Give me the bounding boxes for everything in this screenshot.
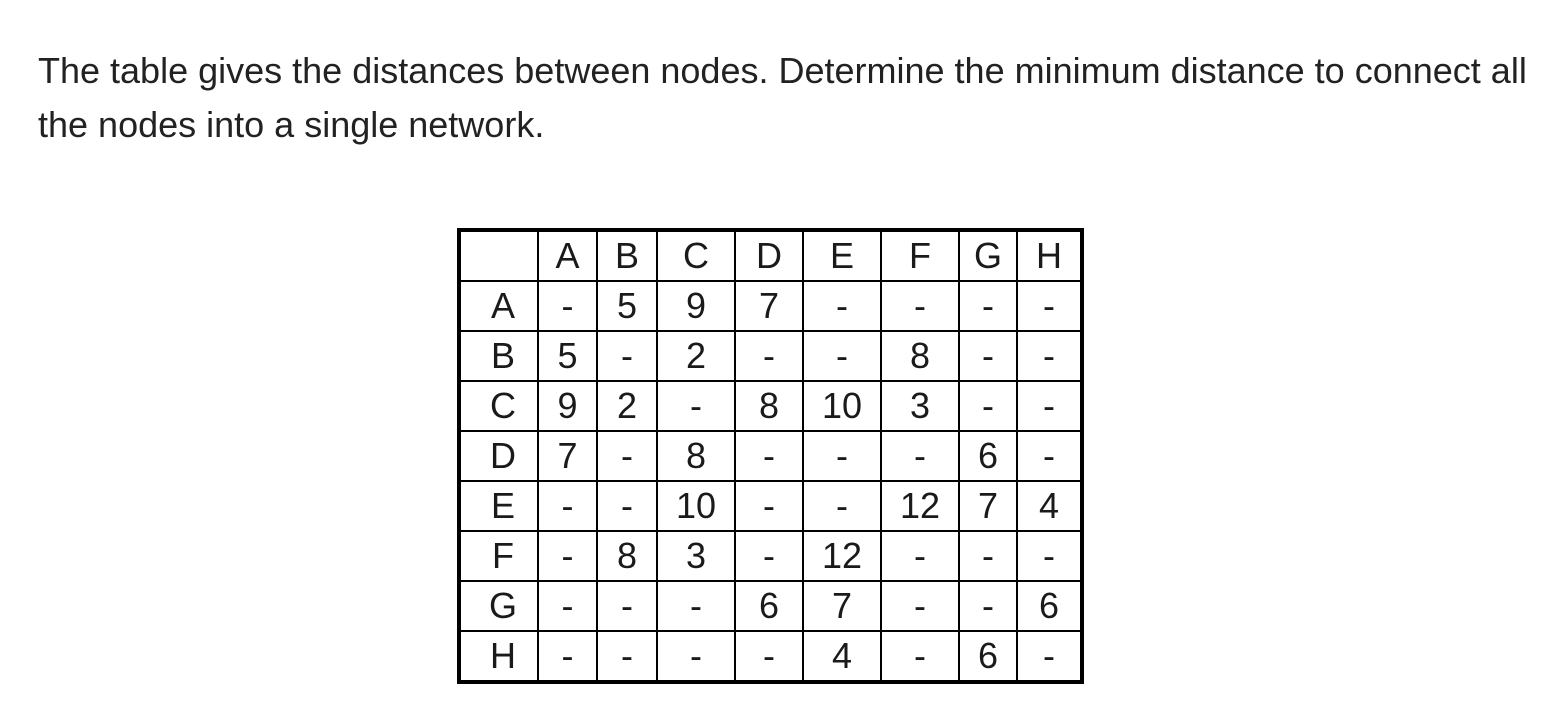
- distance-cell: -: [958, 280, 1018, 332]
- row-header: G: [458, 580, 539, 632]
- column-header: A: [537, 229, 598, 282]
- distance-cell: -: [958, 530, 1018, 582]
- distance-cell: -: [1016, 330, 1083, 382]
- distance-cell: -: [596, 580, 658, 632]
- distance-cell: 4: [802, 630, 882, 683]
- distance-cell: 6: [1016, 580, 1083, 632]
- distance-cell: 6: [734, 580, 804, 632]
- distance-cell: 7: [537, 430, 598, 482]
- table-row: H----4-6-: [458, 630, 1083, 683]
- distance-cell: -: [1016, 280, 1083, 332]
- distance-cell: -: [880, 630, 960, 683]
- distance-cell: -: [802, 480, 882, 532]
- distance-cell: -: [734, 530, 804, 582]
- distance-cell: -: [734, 480, 804, 532]
- distance-cell: 9: [537, 380, 598, 432]
- column-header: E: [802, 229, 882, 282]
- distance-cell: -: [1016, 630, 1083, 683]
- distance-cell: 10: [656, 480, 736, 532]
- distance-cell: 2: [656, 330, 736, 382]
- distance-cell: 2: [596, 380, 658, 432]
- distance-cell: -: [880, 580, 960, 632]
- distance-cell: 8: [596, 530, 658, 582]
- distance-cell: -: [880, 530, 960, 582]
- distance-cell: 12: [802, 530, 882, 582]
- distance-cell: -: [656, 580, 736, 632]
- distance-cell: -: [656, 380, 736, 432]
- table-header-row: A B C D E F G H: [458, 229, 1083, 282]
- distance-cell: -: [958, 330, 1018, 382]
- distance-cell: -: [656, 630, 736, 683]
- row-header: C: [458, 380, 539, 432]
- distance-cell: -: [880, 280, 960, 332]
- distance-cell: 6: [958, 630, 1018, 683]
- column-header: C: [656, 229, 736, 282]
- distance-cell: -: [802, 330, 882, 382]
- distance-cell: 8: [656, 430, 736, 482]
- distance-cell: 7: [958, 480, 1018, 532]
- column-header: H: [1016, 229, 1083, 282]
- distance-cell: -: [958, 580, 1018, 632]
- distance-cell: -: [537, 280, 598, 332]
- distance-cell: 4: [1016, 480, 1083, 532]
- row-header: E: [458, 480, 539, 532]
- distance-cell: -: [1016, 530, 1083, 582]
- distance-cell: 3: [880, 380, 960, 432]
- distance-cell: 8: [734, 380, 804, 432]
- table-corner-cell: [458, 229, 539, 282]
- distance-cell: -: [537, 580, 598, 632]
- row-header: B: [458, 330, 539, 382]
- distance-cell: -: [958, 380, 1018, 432]
- distance-cell: -: [734, 630, 804, 683]
- row-header: F: [458, 530, 539, 582]
- distance-cell: 7: [734, 280, 804, 332]
- distance-cell: -: [1016, 430, 1083, 482]
- row-header: A: [458, 280, 539, 332]
- distance-cell: 5: [537, 330, 598, 382]
- distance-cell: 9: [656, 280, 736, 332]
- distance-cell: 7: [802, 580, 882, 632]
- distance-cell: 8: [880, 330, 960, 382]
- column-header: D: [734, 229, 804, 282]
- column-header: F: [880, 229, 960, 282]
- distance-cell: -: [734, 430, 804, 482]
- distance-cell: -: [880, 430, 960, 482]
- distance-cell: -: [734, 330, 804, 382]
- distance-cell: 3: [656, 530, 736, 582]
- distance-cell: -: [596, 330, 658, 382]
- row-header: H: [458, 630, 539, 683]
- column-header: G: [958, 229, 1018, 282]
- distance-cell: -: [537, 480, 598, 532]
- distance-cell: -: [596, 430, 658, 482]
- distance-cell: -: [802, 280, 882, 332]
- distance-cell: -: [596, 630, 658, 683]
- distance-cell: 6: [958, 430, 1018, 482]
- distance-cell: -: [802, 430, 882, 482]
- distance-cell: 5: [596, 280, 658, 332]
- distance-cell: -: [596, 480, 658, 532]
- question-text: The table gives the distances between no…: [38, 50, 1527, 145]
- distance-cell: -: [537, 630, 598, 683]
- distance-cell: 10: [802, 380, 882, 432]
- distance-cell: -: [1016, 380, 1083, 432]
- distance-cell: -: [537, 530, 598, 582]
- column-header: B: [596, 229, 658, 282]
- row-header: D: [458, 430, 539, 482]
- distance-cell: 12: [880, 480, 960, 532]
